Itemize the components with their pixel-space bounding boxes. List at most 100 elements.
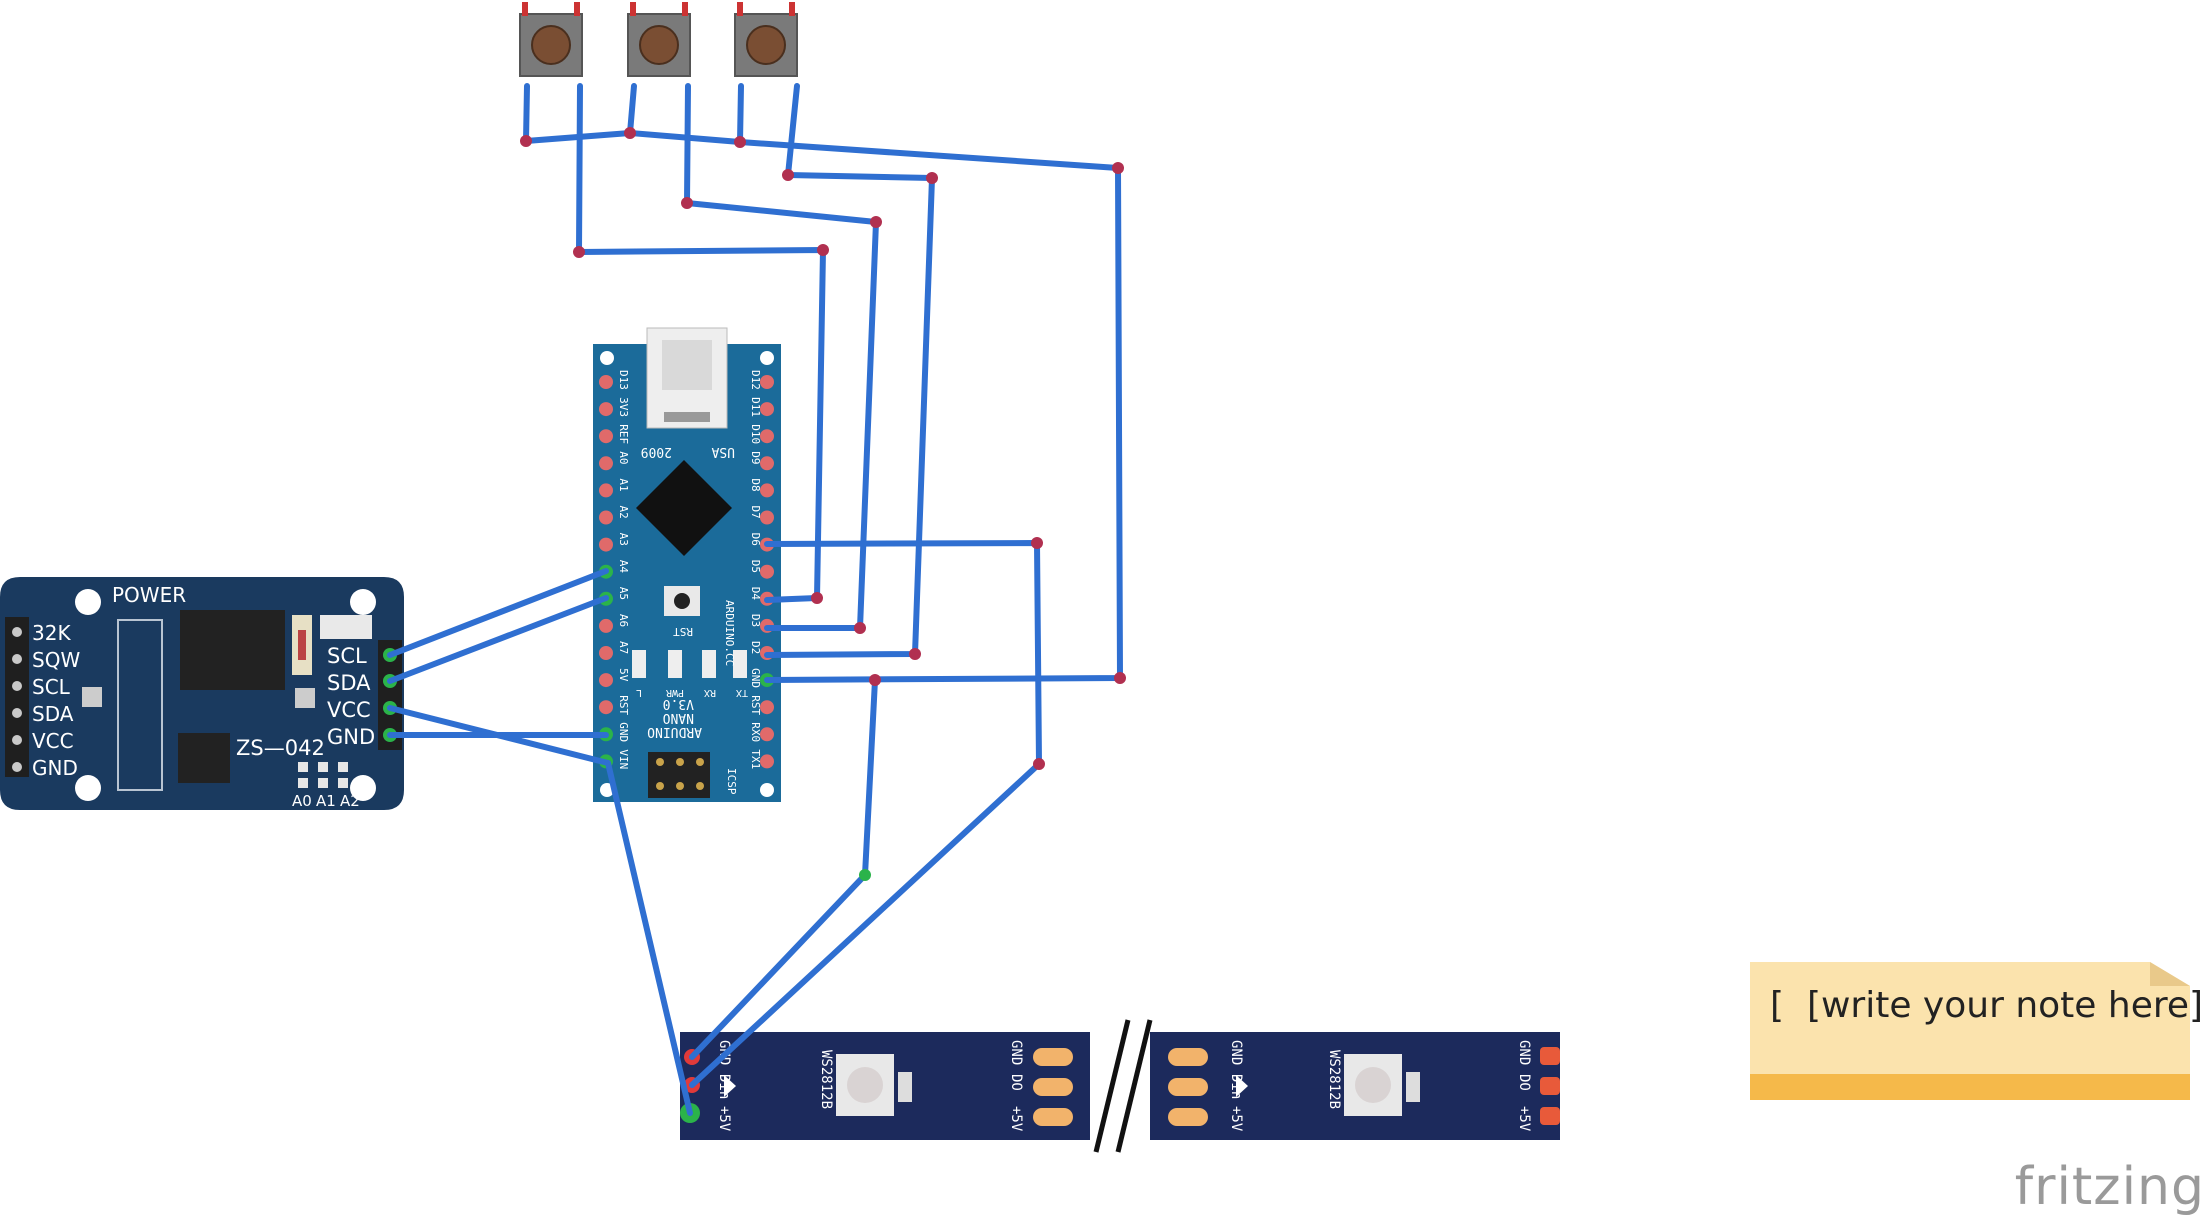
strip-label-5v-out-2: +5V: [1516, 1106, 1532, 1132]
rtc-pin-label-vcc: VCC: [327, 698, 371, 722]
nano-left-label-a0: A0: [617, 451, 630, 464]
nano-right-pin-d11-1[interactable]: [760, 402, 774, 417]
rtc-model-label: ZS—042: [236, 736, 325, 760]
sticky-note[interactable]: [1750, 962, 2190, 1100]
nano-right-label-d2-10: D2: [749, 641, 762, 654]
nano-left-label-d13: D13: [617, 370, 630, 390]
strip-label-gnd-out-2: GND: [1516, 1040, 1532, 1065]
nano-left-label-a3: A3: [617, 533, 630, 546]
nano-left-pin-a6[interactable]: [599, 618, 613, 633]
note-text[interactable]: [ [write your note here]: [1770, 985, 2203, 1026]
nano-left-pin-5v[interactable]: [599, 673, 613, 688]
rtc-pin-label-scl-left: SCL: [32, 675, 71, 699]
nano-left-label-vin: VIN: [617, 749, 630, 769]
wire-junction-green: [859, 869, 871, 881]
nano-left-label-a1: A1: [617, 478, 630, 491]
nano-label-rx: RX: [704, 687, 716, 698]
nano-label-reset: RST: [673, 625, 693, 638]
nano-left-pin-a1[interactable]: [599, 483, 613, 498]
nano-left-pin-ref[interactable]: [599, 429, 613, 444]
rtc-pin-label-scl: SCL: [327, 644, 367, 668]
wire-bendpoints: [520, 127, 1126, 770]
nano-left-pin-a3[interactable]: [599, 537, 613, 552]
rtc-address-a1: A1: [316, 792, 336, 810]
nano-right-label-d3-9: D3: [749, 614, 762, 627]
nano-left-pin-a2[interactable]: [599, 510, 613, 525]
strip-label-do-2: DO: [1516, 1074, 1532, 1091]
led-strip[interactable]: GND Din +5V WS2812B GND DO +5V GND Din +…: [680, 1019, 1560, 1155]
nano-left-pin-d13[interactable]: [599, 375, 613, 389]
strip-label-din: Din: [716, 1074, 732, 1099]
nano-right-pin-d12-0[interactable]: [760, 375, 774, 389]
strip-label-gnd-in-2: GND: [1228, 1040, 1244, 1065]
rtc-pin-label-gnd: GND: [327, 725, 375, 749]
nano-right-label-d11-1: D11: [749, 397, 762, 417]
note-body: [write your note here]: [1806, 985, 2204, 1026]
nano-label-year: 2009: [641, 444, 672, 459]
strip-label-5v-in: +5V: [716, 1106, 732, 1132]
rtc-address-a2: A2: [340, 792, 360, 810]
note-bracket: [: [1770, 985, 1785, 1026]
nano-right-pin-rx0-13[interactable]: [760, 727, 774, 742]
nano-right-label-d9-3: D9: [749, 451, 762, 464]
nano-right-pin-d5-7[interactable]: [760, 564, 774, 579]
nano-label-tx: TX: [736, 687, 748, 698]
rtc-module[interactable]: POWER 32K SQW SCL SDA VCC GND SCL SDA VC…: [0, 577, 404, 810]
strip-label-5v-in-2: +5V: [1228, 1106, 1244, 1132]
nano-right-label-d4-8: D4: [749, 587, 762, 601]
nano-label-site: ARDUINO.CC: [723, 600, 736, 666]
rtc-pin-label-32k: 32K: [32, 621, 71, 645]
nano-left-label-ref: REF: [617, 424, 630, 444]
nano-label-arduino: ARDUINO: [647, 724, 702, 739]
nano-right-pin-d9-3[interactable]: [760, 456, 774, 471]
nano-left-pin-rst[interactable]: [599, 700, 613, 715]
rtc-pin-label-gnd-left: GND: [32, 756, 78, 780]
nano-left-label-a7: A7: [617, 641, 630, 654]
nano-left-label-a5: A5: [617, 587, 630, 600]
strip-label-5v-out: +5V: [1008, 1106, 1024, 1132]
nano-right-pin-d10-2[interactable]: [760, 429, 774, 444]
nano-right-label-rst-12: RST: [749, 695, 762, 715]
pushbutton-1[interactable]: [519, 2, 583, 77]
nano-left-label-3v3: 3V3: [617, 397, 630, 417]
nano-right-label-d6-6: D6: [749, 533, 762, 546]
nano-left-pin-a7[interactable]: [599, 646, 613, 660]
nano-label-pwr: PWR: [665, 687, 684, 698]
nano-right-label-d7-5: D7: [749, 506, 762, 519]
wire-gnd-bus: [523, 130, 1123, 683]
fritzing-logo: fritzing: [2014, 1157, 2205, 1217]
strip-label-din-2: Din: [1228, 1074, 1244, 1099]
nano-right-pin-tx1-14[interactable]: [760, 754, 774, 769]
nano-right-label-gnd-11: GND: [749, 668, 762, 688]
nano-right-pin-d8-4[interactable]: [760, 483, 774, 498]
rtc-pin-label-sda: SDA: [327, 671, 371, 695]
nano-left-pin-a0[interactable]: [599, 456, 613, 471]
nano-left-label-a2: A2: [617, 506, 630, 519]
nano-left-pin-3v3[interactable]: [599, 402, 613, 417]
nano-right-label-d10-2: D10: [749, 424, 762, 444]
nano-right-label-d8-4: D8: [749, 478, 762, 491]
nano-left-label-a4: A4: [617, 560, 630, 574]
nano-right-label-tx1-14: TX1: [749, 749, 762, 769]
wire-rtc-sda: [387, 595, 609, 684]
nano-left-label-rst: RST: [617, 695, 630, 715]
wire-vin-strip-5v: [605, 760, 693, 1116]
nano-right-label-d12-0: D12: [749, 370, 762, 390]
rtc-power-label: POWER: [112, 583, 186, 607]
strip-label-gnd-out: GND: [1008, 1040, 1024, 1065]
nano-right-label-rx0-13: RX0: [749, 722, 762, 742]
nano-right-pin-d7-5[interactable]: [760, 510, 774, 525]
nano-label-nano: NANO: [663, 710, 694, 725]
strip-label-do: DO: [1008, 1074, 1024, 1091]
rtc-address-a0: A0: [292, 792, 312, 810]
rtc-pin-label-vcc-left: VCC: [32, 729, 74, 753]
rtc-pin-label-sqw: SQW: [32, 648, 80, 672]
nano-left-label-5v: 5V: [617, 668, 630, 682]
nano-label-version: V3.0: [663, 696, 694, 711]
pushbutton-3[interactable]: [734, 2, 798, 77]
nano-right-pin-rst-12[interactable]: [760, 700, 774, 715]
rtc-pin-label-sda-left: SDA: [32, 702, 74, 726]
pushbutton-2[interactable]: [627, 2, 691, 77]
wire-rtc-scl: [387, 568, 609, 658]
